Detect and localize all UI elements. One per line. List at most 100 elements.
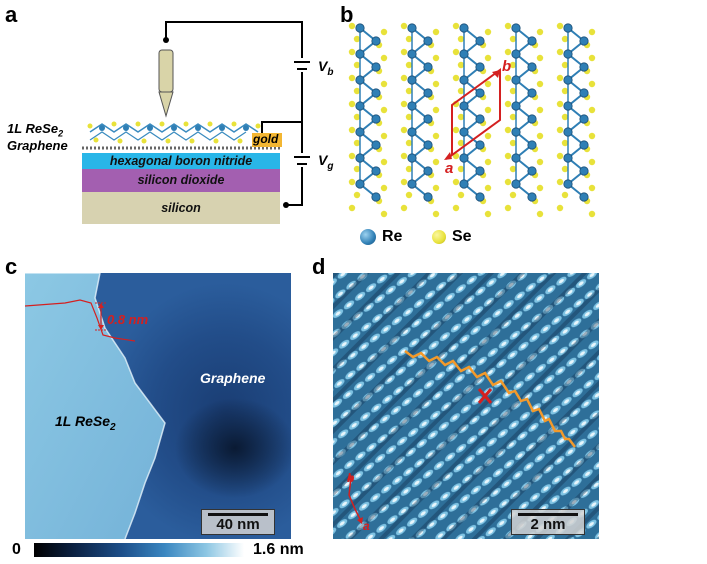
sample-label-graphene: Graphene bbox=[7, 138, 68, 153]
se-atom bbox=[556, 22, 564, 30]
layer-sio2: silicon dioxide bbox=[137, 173, 225, 187]
se-atom bbox=[504, 152, 512, 160]
se-atom bbox=[432, 28, 440, 36]
se-atom bbox=[348, 178, 356, 186]
re-atom bbox=[475, 88, 485, 98]
se-atom bbox=[556, 126, 564, 134]
se-atom bbox=[452, 126, 460, 134]
re-atom bbox=[475, 114, 485, 124]
axis-b-label: b bbox=[347, 471, 355, 485]
re-atom bbox=[475, 140, 485, 150]
se-atom bbox=[536, 106, 544, 114]
stm-image-d: b a 2 nm bbox=[333, 273, 599, 539]
re-atom bbox=[371, 192, 381, 202]
se-atom bbox=[484, 184, 492, 192]
re-atom bbox=[511, 23, 521, 33]
se-atom bbox=[484, 106, 492, 114]
re-atom bbox=[459, 127, 469, 137]
re-atom bbox=[355, 153, 365, 163]
se-atom bbox=[504, 204, 512, 212]
se-atom bbox=[380, 80, 388, 88]
re-atom bbox=[355, 127, 365, 137]
se-atom bbox=[484, 210, 492, 218]
re-atom bbox=[459, 75, 469, 85]
se-atom bbox=[405, 165, 413, 173]
re-atom bbox=[355, 23, 365, 33]
se-atom bbox=[509, 87, 517, 95]
se-atom bbox=[400, 126, 408, 134]
se-atom bbox=[484, 80, 492, 88]
re-atom bbox=[475, 62, 485, 72]
se-atom bbox=[432, 210, 440, 218]
gold-label: gold bbox=[253, 132, 279, 146]
se-atom bbox=[348, 152, 356, 160]
se-atom bbox=[556, 48, 564, 56]
se-atom bbox=[432, 158, 440, 166]
se-atom bbox=[536, 158, 544, 166]
se-atom bbox=[353, 87, 361, 95]
se-atom bbox=[452, 48, 460, 56]
se-atom bbox=[504, 48, 512, 56]
se-atom bbox=[588, 28, 596, 36]
se-atom bbox=[561, 113, 569, 121]
se-atom bbox=[484, 158, 492, 166]
rese2-lattice bbox=[87, 121, 261, 144]
se-atom bbox=[452, 74, 460, 82]
se-atom bbox=[509, 61, 517, 69]
gate-voltage-label: Vg bbox=[318, 152, 334, 172]
unit-cell-vector-b: b bbox=[502, 58, 512, 75]
se-atom bbox=[400, 48, 408, 56]
se-atom bbox=[452, 204, 460, 212]
re-atom bbox=[527, 36, 537, 46]
se-atom bbox=[432, 106, 440, 114]
colorbar-max-label: 1.6 nm bbox=[253, 541, 304, 558]
unit-cell-vector-a: a bbox=[445, 160, 454, 177]
se-atom bbox=[536, 80, 544, 88]
se-atom bbox=[509, 113, 517, 121]
se-atom bbox=[353, 113, 361, 121]
se-atom bbox=[536, 132, 544, 140]
se-atom bbox=[561, 165, 569, 173]
se-atom bbox=[405, 61, 413, 69]
se-atom bbox=[509, 165, 517, 173]
se-atom bbox=[452, 178, 460, 186]
circuit-wire bbox=[165, 21, 303, 206]
se-atom bbox=[509, 35, 517, 43]
re-atom bbox=[579, 166, 589, 176]
se-atom bbox=[405, 113, 413, 121]
se-atom bbox=[536, 210, 544, 218]
scale-bar-d: 2 nm bbox=[511, 509, 585, 535]
se-atom bbox=[504, 22, 512, 30]
re-atom bbox=[407, 23, 417, 33]
re-atom bbox=[407, 101, 417, 111]
re-atom bbox=[423, 140, 433, 150]
se-atom bbox=[380, 210, 388, 218]
unit-cell bbox=[444, 68, 501, 160]
se-atom bbox=[380, 184, 388, 192]
se-atom bbox=[588, 158, 596, 166]
re-atom bbox=[563, 75, 573, 85]
se-atom bbox=[380, 158, 388, 166]
se-atom bbox=[588, 80, 596, 88]
crystal-axis-arrows bbox=[348, 477, 362, 522]
re-atom bbox=[527, 114, 537, 124]
re-atom bbox=[579, 88, 589, 98]
scale-bar-c: 40 nm bbox=[201, 509, 275, 535]
re-atom bbox=[459, 49, 469, 59]
re-atom bbox=[563, 127, 573, 137]
re-atom bbox=[563, 101, 573, 111]
re-atom bbox=[563, 179, 573, 189]
se-atom bbox=[457, 191, 465, 199]
re-atom bbox=[423, 88, 433, 98]
re-atom bbox=[371, 88, 381, 98]
panel-a-label: a bbox=[5, 2, 18, 27]
re-atom bbox=[527, 166, 537, 176]
colorbar bbox=[34, 543, 244, 557]
re-atom bbox=[475, 36, 485, 46]
se-atom bbox=[353, 139, 361, 147]
si-layer bbox=[82, 192, 280, 224]
se-atom-icon bbox=[432, 230, 446, 244]
se-atom bbox=[348, 48, 356, 56]
re-atom bbox=[475, 192, 485, 202]
step-height-label: 0.8 nm bbox=[107, 312, 149, 327]
